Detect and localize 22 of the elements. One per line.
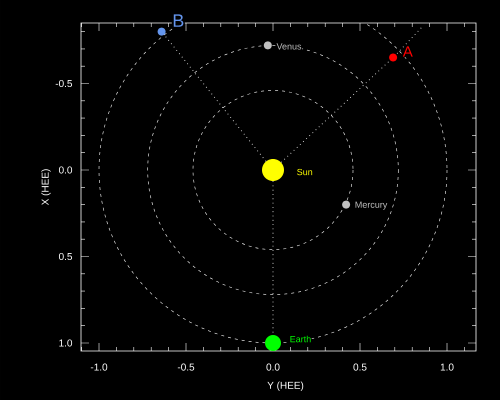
axis-title: Y (HEE): [267, 382, 304, 391]
tick-label: 1.0: [59, 339, 72, 347]
tick-label: 0.0: [266, 364, 280, 371]
tick-label: 0.5: [58, 252, 72, 260]
planet-marker: [264, 41, 272, 50]
tick-label: -0.5: [56, 80, 72, 88]
planet-marker: [342, 200, 350, 209]
dotted-line: [164, 34, 266, 162]
planet-marker: [265, 335, 281, 351]
tick-label: 1.0: [440, 364, 454, 371]
planet-marker: [158, 28, 166, 36]
dotted-line: [280, 60, 390, 163]
planet-marker: [262, 159, 284, 181]
axis-title: X (HEE): [41, 169, 51, 206]
tick-label: 0.0: [58, 166, 72, 174]
tick-label: -0.5: [178, 364, 194, 371]
tick-label: -1.0: [90, 364, 108, 371]
dotted-line: [272, 180, 274, 336]
body-label: Earth: [289, 335, 312, 343]
planet-marker: [389, 54, 398, 62]
body-label: Mercury: [354, 201, 388, 210]
tick-label: 0.5: [353, 364, 367, 371]
